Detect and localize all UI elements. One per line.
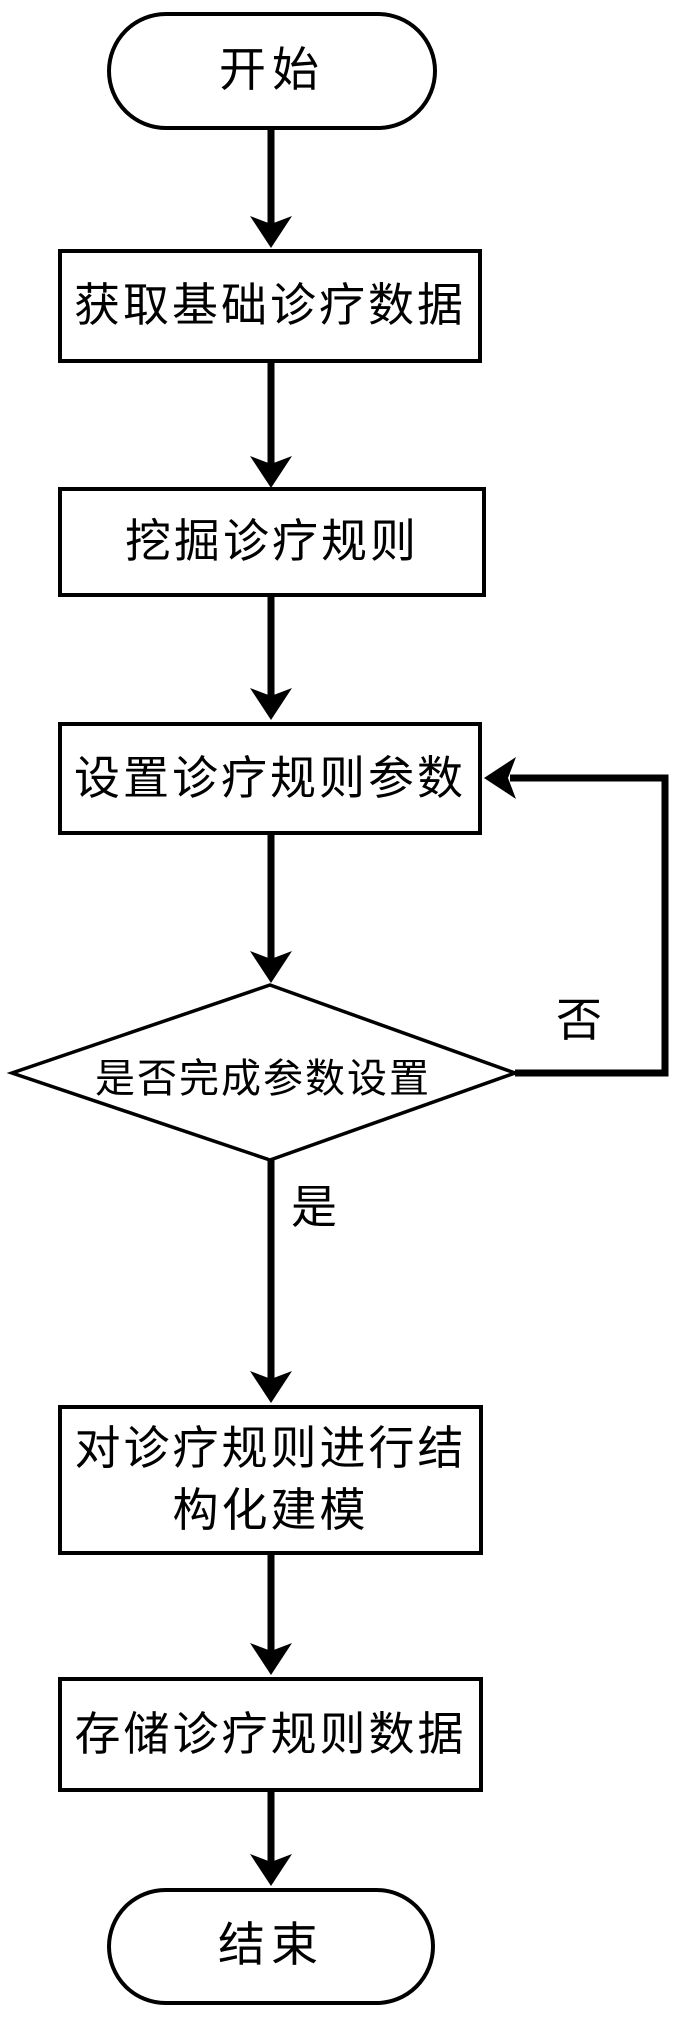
process-node-label: 对诊疗规则进行结 构化建模 bbox=[75, 1418, 467, 1542]
process-node-structured-modeling: 对诊疗规则进行结 构化建模 bbox=[58, 1405, 483, 1555]
label-line-1: 对诊疗规则进行结 bbox=[74, 1423, 467, 1474]
arrow-step1-to-step2 bbox=[250, 363, 292, 488]
process-node-mine-rules: 挖掘诊疗规则 bbox=[58, 487, 486, 597]
start-node: 开始 bbox=[107, 12, 437, 130]
arrow-step5-to-end bbox=[250, 1792, 292, 1886]
decision-node-label: 是否完成参数设置 bbox=[95, 1056, 431, 1101]
process-node-label: 获取基础诊疗数据 bbox=[74, 280, 466, 332]
process-node-set-parameters: 设置诊疗规则参数 bbox=[58, 722, 482, 835]
process-node-label: 设置诊疗规则参数 bbox=[74, 752, 466, 804]
branch-label-yes: 是 bbox=[291, 1182, 337, 1233]
start-node-label: 开始 bbox=[219, 44, 325, 97]
label-line-2: 构化建模 bbox=[172, 1485, 369, 1536]
arrow-step3-to-decision bbox=[250, 835, 292, 983]
end-node-label: 结束 bbox=[218, 1920, 324, 1973]
process-node-label: 挖掘诊疗规则 bbox=[125, 516, 419, 568]
arrow-start-to-step1 bbox=[250, 128, 292, 248]
no-loop-connector bbox=[484, 757, 669, 1077]
arrow-step2-to-step3 bbox=[250, 597, 292, 720]
end-node: 结束 bbox=[107, 1888, 435, 2005]
process-node-acquire-data: 获取基础诊疗数据 bbox=[58, 249, 482, 363]
process-node-store-data: 存储诊疗规则数据 bbox=[58, 1677, 483, 1792]
process-node-label: 存储诊疗规则数据 bbox=[74, 1708, 467, 1760]
arrow-decision-yes-to-step4 bbox=[250, 1160, 292, 1403]
branch-label-no: 否 bbox=[556, 995, 602, 1046]
arrow-step4-to-step5 bbox=[250, 1555, 292, 1675]
